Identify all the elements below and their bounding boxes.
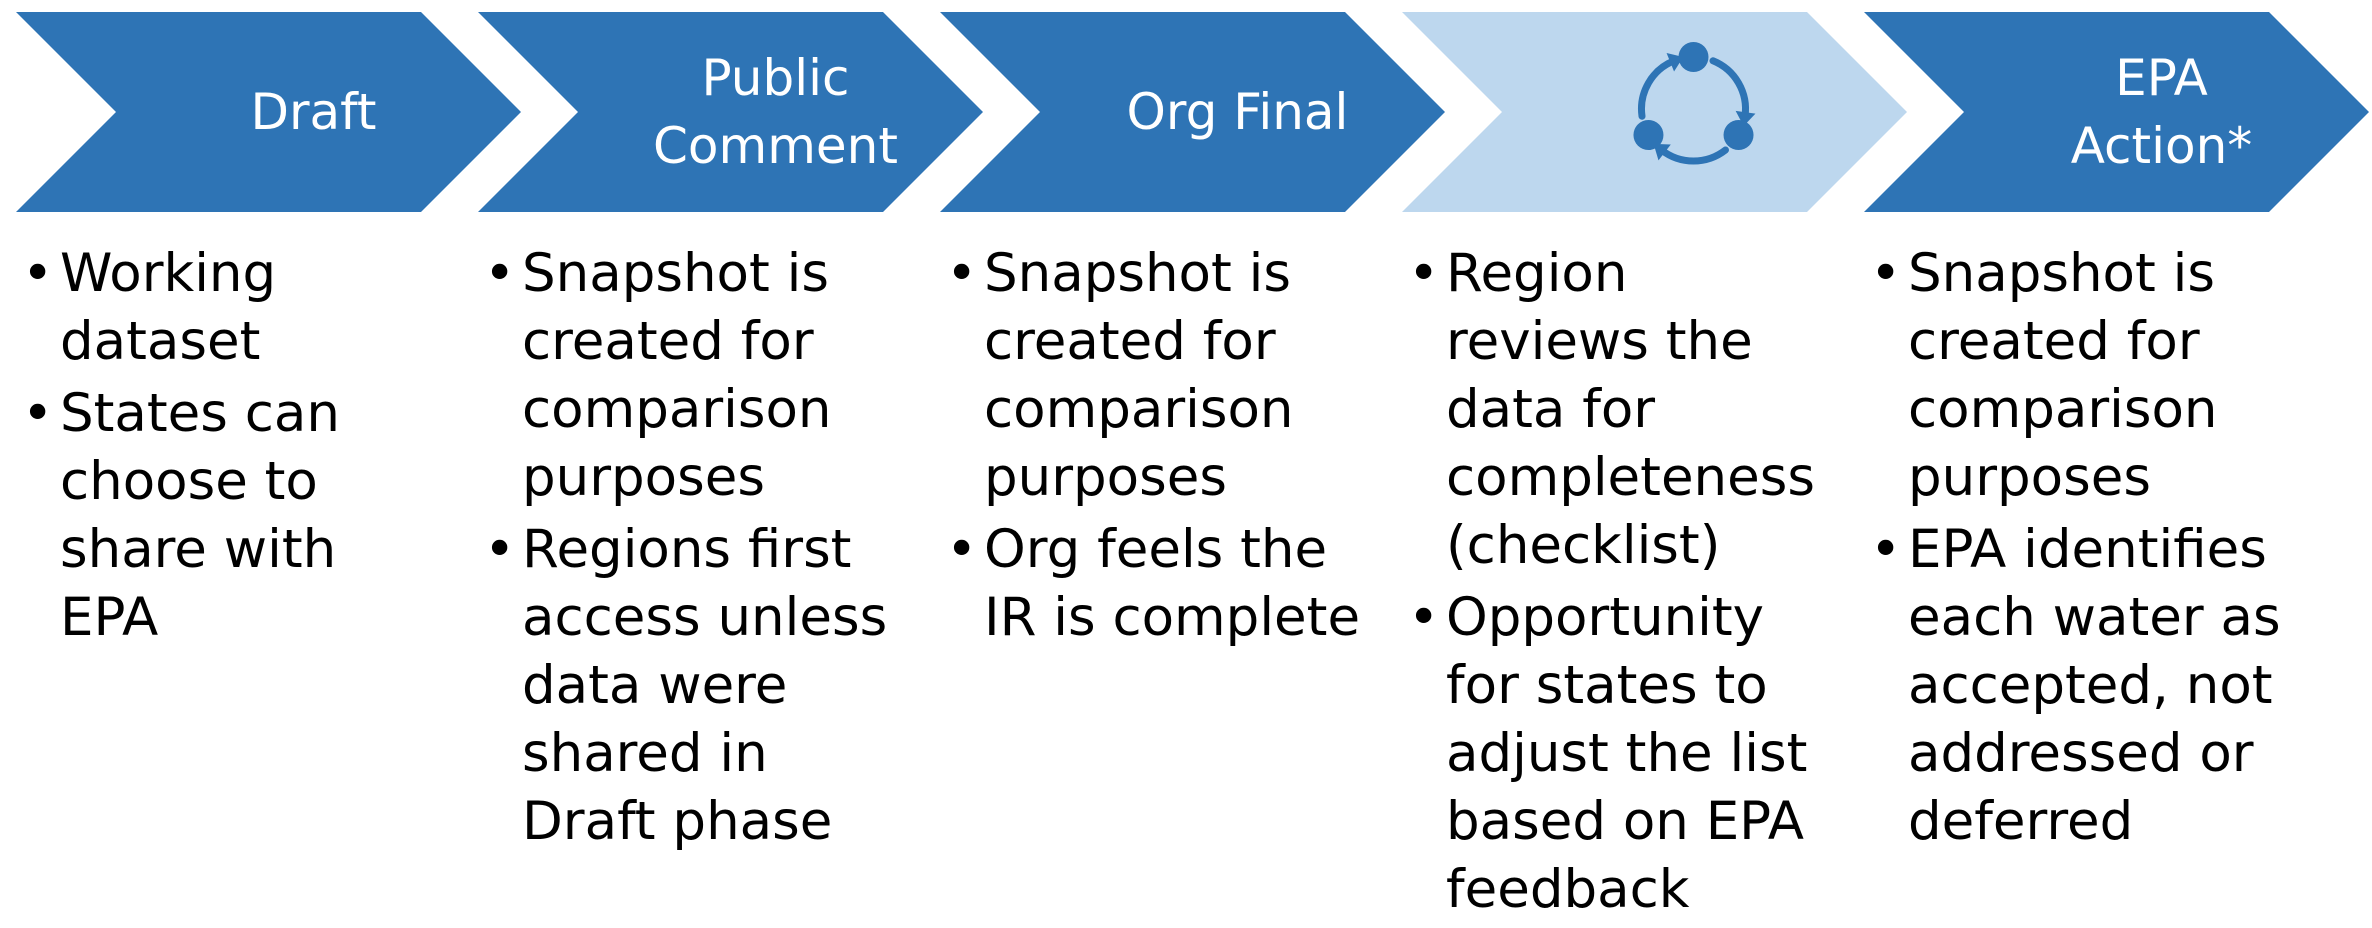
bullet-line: each water as bbox=[1908, 587, 2281, 648]
bullet-line: IR is complete bbox=[984, 587, 1361, 648]
bullet-dot-icon: • bbox=[1408, 243, 1440, 304]
bullet-line: Working bbox=[60, 243, 277, 304]
cycle-icon bbox=[1633, 42, 1756, 165]
bullet-line: share with bbox=[60, 519, 337, 580]
bullet-dot-icon: • bbox=[1870, 519, 1902, 580]
chevron-label-public-comment: Public bbox=[702, 49, 850, 107]
bullet-line: completeness bbox=[1446, 447, 1815, 508]
bullet-line: comparison bbox=[522, 379, 832, 440]
bullet-dot-icon: • bbox=[1408, 587, 1440, 648]
bullet-item: •Working dataset bbox=[16, 240, 456, 376]
bullet-line: Org feels the bbox=[984, 519, 1328, 580]
bullet-line: addressed or bbox=[1908, 723, 2254, 784]
bullet-line: access unless bbox=[522, 587, 888, 648]
bullet-line: Snapshot is bbox=[1908, 243, 2215, 304]
chevron-public-comment bbox=[478, 12, 983, 212]
bullet-line: feedback bbox=[1446, 859, 1690, 920]
bullet-line: for states to bbox=[1446, 655, 1768, 716]
bullet-line: choose to bbox=[60, 451, 318, 512]
bullet-item: •Snapshot is created for comparison purpose… bbox=[478, 240, 918, 512]
chevron-label-epa-action: Action* bbox=[2071, 117, 2253, 175]
bullet-line: accepted, not bbox=[1908, 655, 2273, 716]
chevron-epa-action bbox=[1864, 12, 2369, 212]
bullet-line: comparison bbox=[984, 379, 1294, 440]
bullet-line: purposes bbox=[522, 447, 765, 508]
bullet-line: purposes bbox=[984, 447, 1227, 508]
bullet-dot-icon: • bbox=[22, 243, 54, 304]
bullet-line: Snapshot is bbox=[984, 243, 1291, 304]
bullet-item: •Regions first access unless data were shar… bbox=[478, 516, 918, 856]
chevron-label-draft: Draft bbox=[250, 83, 376, 141]
bullet-line: Opportunity bbox=[1446, 587, 1765, 648]
bullet-item: •Region reviews the data for completeness (c… bbox=[1402, 240, 1842, 580]
bullet-dot-icon: • bbox=[22, 383, 54, 444]
bullet-item: •EPA identifies each water as accepted, no… bbox=[1864, 516, 2304, 856]
bullet-line: dataset bbox=[60, 311, 261, 372]
bullet-line: reviews the bbox=[1446, 311, 1753, 372]
bullet-item: •Org feels the IR is complete bbox=[940, 516, 1380, 652]
chevron-region-review bbox=[1402, 12, 1907, 212]
bullet-line: (checklist) bbox=[1446, 515, 1721, 576]
bullet-item: •Snapshot is created for comparison purpose… bbox=[1864, 240, 2304, 512]
bullet-line: created for bbox=[1908, 311, 2200, 372]
bullet-line: data were bbox=[522, 655, 788, 716]
bullet-line: EPA identifies bbox=[1908, 519, 2267, 580]
bullet-line: EPA bbox=[60, 587, 159, 648]
bullet-dot-icon: • bbox=[484, 519, 516, 580]
bullet-line: created for bbox=[522, 311, 814, 372]
bullet-item: •Opportunity for states to adjust the list… bbox=[1402, 584, 1842, 924]
bullet-item: •Snapshot is created for comparison purpose… bbox=[940, 240, 1380, 512]
bullet-line: Region bbox=[1446, 243, 1628, 304]
bullet-line: shared in bbox=[522, 723, 768, 784]
bullet-line: Snapshot is bbox=[522, 243, 829, 304]
bullet-line: Draft phase bbox=[522, 791, 833, 852]
chevron-label-public-comment: Comment bbox=[653, 117, 898, 175]
chevron-label-epa-action: EPA bbox=[2115, 49, 2208, 107]
bullet-dot-icon: • bbox=[1870, 243, 1902, 304]
chevron-org-final bbox=[940, 12, 1445, 212]
bullet-line: comparison bbox=[1908, 379, 2218, 440]
bullet-line: based on EPA bbox=[1446, 791, 1805, 852]
bullet-dot-icon: • bbox=[946, 519, 978, 580]
bullet-dot-icon: • bbox=[946, 243, 978, 304]
bullet-line: data for bbox=[1446, 379, 1656, 440]
bullet-line: created for bbox=[984, 311, 1276, 372]
bullet-line: States can bbox=[60, 383, 340, 444]
bullet-line: deferred bbox=[1908, 791, 2134, 852]
bullet-dot-icon: • bbox=[484, 243, 516, 304]
bullet-line: purposes bbox=[1908, 447, 2151, 508]
bullet-line: adjust the list bbox=[1446, 723, 1808, 784]
chevron-draft bbox=[16, 12, 521, 212]
chevron-label-org-final: Org Final bbox=[1127, 83, 1349, 141]
bullet-line: Regions first bbox=[522, 519, 852, 580]
